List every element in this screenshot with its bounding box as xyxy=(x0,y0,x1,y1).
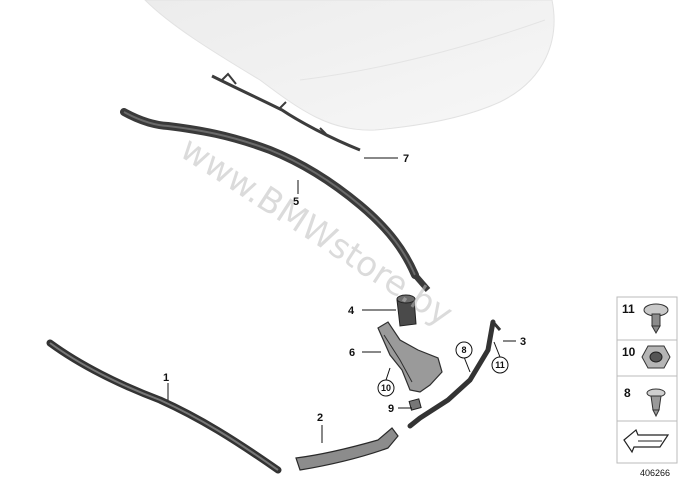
nut-icon xyxy=(641,345,671,369)
expanding-rivet-icon xyxy=(643,303,669,335)
callout-5: 5 xyxy=(293,196,299,208)
callout-3: 3 xyxy=(520,336,526,348)
callout-4: 4 xyxy=(348,305,355,317)
callout-11: 11 xyxy=(495,360,505,370)
callout-10-circle xyxy=(377,379,395,397)
clip-icon xyxy=(646,388,666,418)
legend-number-10: 10 xyxy=(622,345,636,359)
rubber-buffer-4 xyxy=(396,294,417,327)
legend-number-11: 11 xyxy=(622,302,635,316)
callout-10: 10 xyxy=(381,383,391,393)
seal-strip-2 xyxy=(295,427,399,471)
direction-arrow-icon xyxy=(623,429,670,454)
seal-strip-1 xyxy=(46,339,282,474)
callout-2: 2 xyxy=(317,412,323,424)
callout-6: 6 xyxy=(349,347,355,359)
diagram-number: 406266 xyxy=(640,468,670,478)
seal-strip-3 xyxy=(407,319,502,429)
callout-9: 9 xyxy=(388,403,394,415)
callout-7: 7 xyxy=(403,153,409,165)
callout-1: 1 xyxy=(163,372,169,384)
seal-strip-7 xyxy=(211,72,361,152)
bracket-6 xyxy=(377,321,443,393)
callout-11-circle xyxy=(491,356,509,374)
legend-number-8: 8 xyxy=(624,386,631,400)
seal-strip-5 xyxy=(120,108,431,292)
watermark: www.BMWstore.by xyxy=(173,129,460,335)
callout-8: 8 xyxy=(461,345,466,355)
callout-8-circle xyxy=(455,341,473,359)
leader-lines xyxy=(167,157,516,443)
bonnet-outline xyxy=(144,0,555,131)
clip-9 xyxy=(408,398,422,411)
